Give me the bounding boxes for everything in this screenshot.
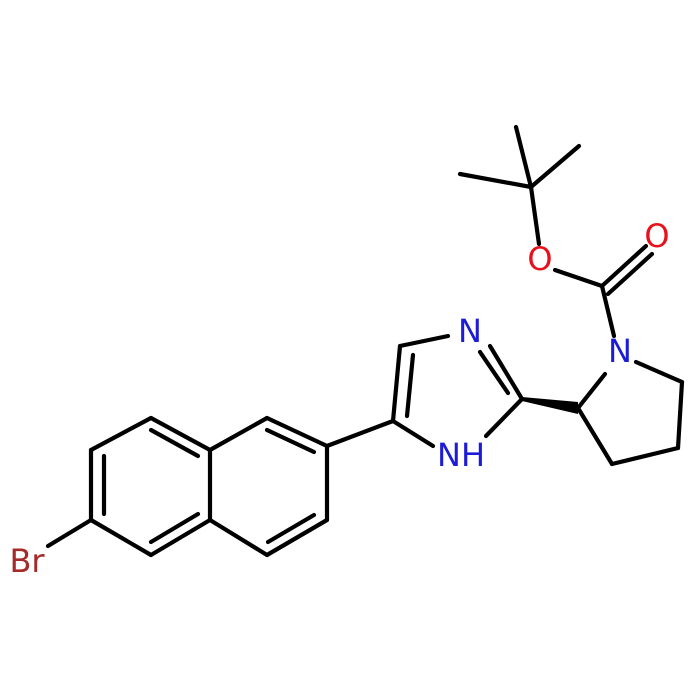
bond <box>633 359 685 385</box>
bond <box>457 171 534 190</box>
bond <box>397 333 451 349</box>
double-bond <box>404 352 416 419</box>
bond <box>390 418 436 449</box>
nitrogen-atom-pyrrolidine: N <box>608 332 632 370</box>
carbamate-group <box>552 243 655 339</box>
c-br-bond <box>45 517 94 549</box>
double-bond <box>477 349 511 396</box>
bromine-atom: Br <box>9 542 45 580</box>
bond <box>88 415 154 453</box>
tert-butyl-group <box>457 124 582 247</box>
bond <box>88 517 154 558</box>
pyrrolidine-ring <box>522 359 685 467</box>
naphthalene-ring-left <box>88 415 213 558</box>
bond <box>609 445 681 467</box>
double-bond <box>264 427 317 455</box>
bond <box>675 379 685 451</box>
bond <box>390 343 403 424</box>
bond <box>575 371 608 411</box>
bond <box>599 283 617 339</box>
oxygen-atom-ester: O <box>527 240 552 278</box>
bond <box>528 184 542 247</box>
bond <box>207 517 270 558</box>
bond <box>264 517 330 558</box>
bond <box>264 415 330 449</box>
bond <box>148 517 213 558</box>
double-bond <box>148 511 201 545</box>
aryl-link-bond <box>324 418 396 449</box>
nitrogen-atom-imidazole: N <box>458 312 482 350</box>
bond <box>487 343 525 402</box>
double-bond <box>265 512 317 545</box>
imidazole-ring <box>390 333 525 449</box>
double-bond <box>605 251 655 297</box>
wedge-bond <box>522 397 578 414</box>
bond <box>148 415 213 453</box>
bond <box>575 405 615 467</box>
bond <box>513 124 534 190</box>
naphthalene-ring-right <box>207 415 330 558</box>
double-bond <box>148 427 201 459</box>
bond <box>207 415 270 453</box>
nh-atom-imidazole: NH <box>437 436 485 474</box>
double-bond <box>599 243 649 289</box>
oxygen-atom-carbonyl: O <box>644 217 669 255</box>
bond <box>552 267 605 289</box>
bond <box>483 396 525 439</box>
bond <box>528 143 582 190</box>
